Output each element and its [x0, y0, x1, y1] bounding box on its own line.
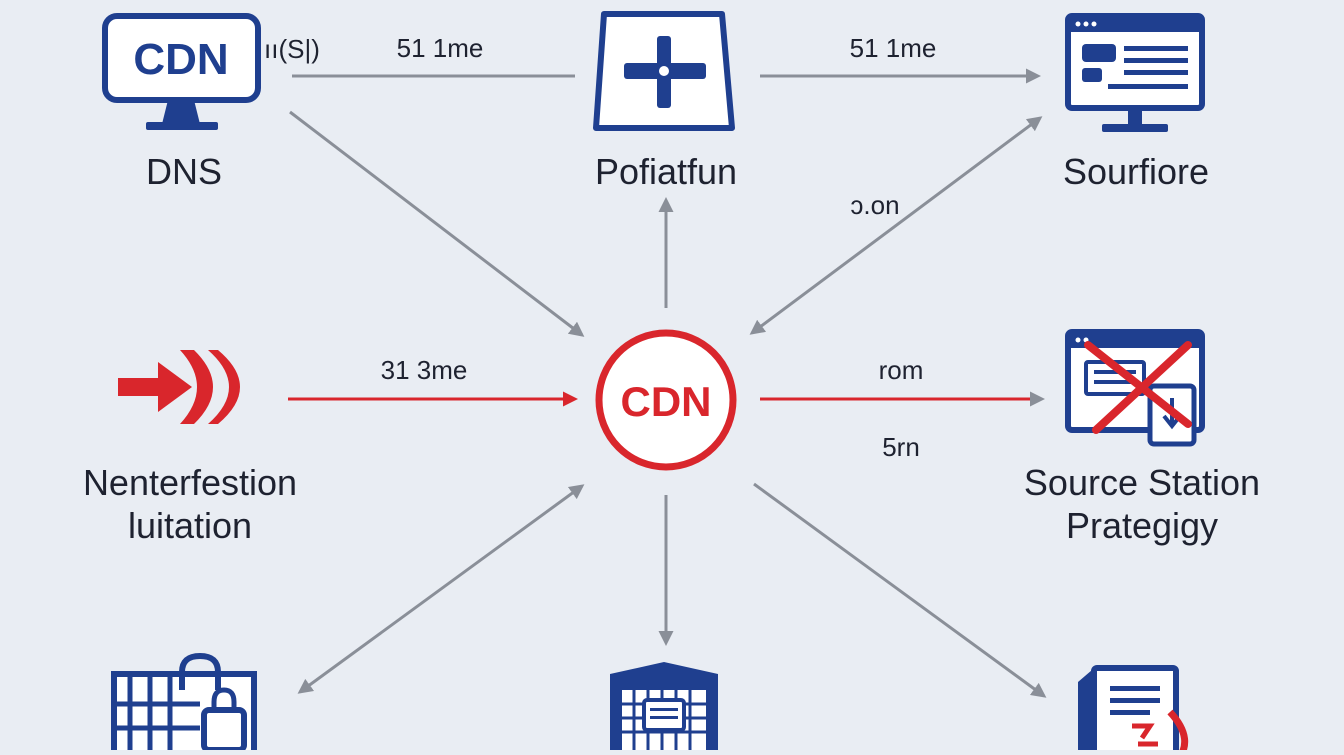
edge-dns-center	[289, 110, 585, 337]
blocked-browser-icon	[1065, 329, 1205, 447]
node-label-left-mid-line2: luitation	[127, 505, 253, 546]
dns-signal-text: ıı(S|)	[264, 34, 320, 64]
node-label-right-top: Sourfiore	[1062, 151, 1210, 192]
edge-label-center-right-top: rom	[878, 355, 924, 385]
node-label-right-mid-line1: Source Station	[1023, 462, 1261, 503]
edge-label-dns-top: 51 1me	[396, 33, 484, 63]
document-icon	[1078, 665, 1189, 755]
tablet-cross-icon	[593, 11, 735, 131]
node-label-top: Pofiatfun	[594, 151, 738, 192]
edge-label-top-right: 51 1me	[849, 33, 937, 63]
node-label-dns: DNS	[145, 151, 222, 192]
edge-label-right-center: ɔ.on	[850, 190, 900, 220]
node-label-left-mid-line1: Nenterfestion	[82, 462, 298, 503]
edge-label-center-right-bottom: 5rn	[882, 432, 920, 462]
monitor-screen-text: CDN	[133, 35, 228, 84]
edge-label-left-center: 31 3me	[380, 355, 468, 385]
browser-monitor-icon	[1065, 13, 1205, 132]
edge-center-bottom-right	[753, 482, 1047, 698]
monitor-icon: CDN	[102, 13, 261, 130]
server-building-icon	[610, 662, 718, 755]
cdn-circle-icon: CDN	[595, 329, 737, 471]
edge-bidirectional-right-top-center	[749, 116, 1043, 335]
node-label-right-mid-line2: Prategigy	[1065, 505, 1219, 546]
building-lock-icon	[111, 652, 257, 755]
red-arrow-icon	[118, 350, 240, 424]
cdn-center-text: CDN	[621, 378, 712, 425]
edge-bidirectional-center-bottom-left	[297, 484, 585, 694]
